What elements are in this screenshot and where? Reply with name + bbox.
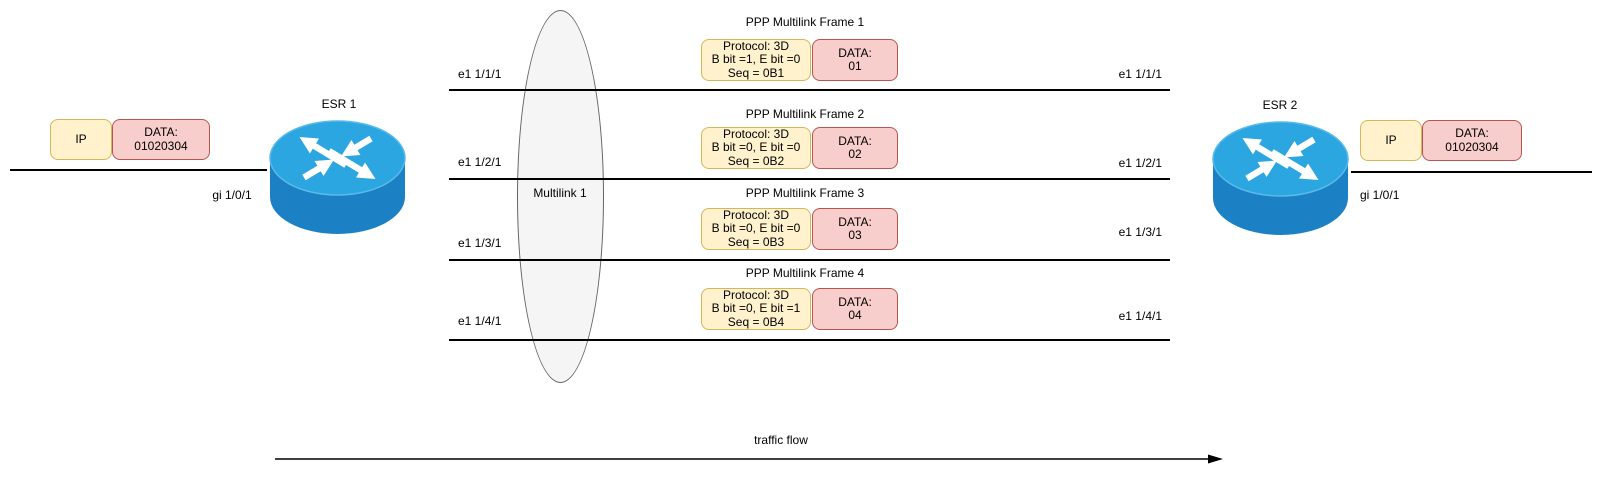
- frame3-protocol-line2: B bit =0, E bit =0: [711, 221, 801, 236]
- frame2-data-line2: 02: [848, 147, 862, 161]
- right-data-box: DATA: 01020304: [1422, 120, 1522, 161]
- frame3-title: PPP Multilink Frame 3: [745, 186, 865, 200]
- frame2-protocol-box: Protocol: 3D B bit =0, E bit =0 Seq = 0B…: [701, 127, 811, 169]
- frame1-data-line2: 01: [848, 59, 862, 73]
- right-access-line: [1351, 171, 1592, 173]
- frame4-data-line2: 04: [848, 308, 862, 322]
- link1-left-label: e1 1/1/1: [458, 67, 502, 81]
- frame3-data-box: DATA: 03: [812, 208, 898, 250]
- frame4-title: PPP Multilink Frame 4: [745, 266, 865, 280]
- link-line-4: [449, 339, 1170, 341]
- link3-right-label: e1 1/3/1: [1118, 225, 1162, 239]
- frame1-data-box: DATA: 01: [812, 39, 898, 81]
- frame2-protocol-line3: Seq = 0B2: [727, 153, 785, 168]
- frame4-data-box: DATA: 04: [812, 288, 898, 330]
- right-data-line2: 01020304: [1445, 139, 1499, 154]
- traffic-flow-arrow: [275, 454, 1223, 464]
- router-icon-esr2: [1210, 118, 1351, 239]
- link-line-1: [449, 89, 1170, 91]
- link1-right-label: e1 1/1/1: [1118, 67, 1162, 81]
- frame1-protocol-line2: B bit =1, E bit =0: [711, 52, 801, 67]
- left-ip-label: IP: [75, 131, 87, 146]
- frame2-protocol-line1: Protocol: 3D: [722, 126, 790, 141]
- multilink-label: Multilink 1: [533, 186, 587, 200]
- frame4-data-line1: DATA:: [838, 294, 872, 309]
- link3-left-label: e1 1/3/1: [458, 236, 502, 250]
- link-line-2: [449, 178, 1170, 180]
- frame2-data-line1: DATA:: [838, 133, 872, 148]
- frame1-protocol-box: Protocol: 3D B bit =1, E bit =0 Seq = 0B…: [701, 39, 811, 81]
- left-data-line2: 01020304: [134, 138, 188, 153]
- frame1-protocol-line3: Seq = 0B1: [727, 65, 785, 80]
- link2-left-label: e1 1/2/1: [458, 155, 502, 169]
- link-line-3: [449, 259, 1170, 261]
- multilink-bundle-ellipse: [517, 10, 604, 383]
- frame4-protocol-line1: Protocol: 3D: [722, 287, 790, 302]
- router-icon-esr1: [267, 117, 408, 238]
- frame3-data-line2: 03: [848, 228, 862, 242]
- frame4-protocol-line3: Seq = 0B4: [727, 314, 785, 329]
- frame3-protocol-box: Protocol: 3D B bit =0, E bit =0 Seq = 0B…: [701, 208, 811, 250]
- frame1-title: PPP Multilink Frame 1: [745, 15, 865, 29]
- left-ip-box: IP: [50, 119, 112, 160]
- left-data-line1: DATA:: [144, 125, 178, 139]
- link4-right-label: e1 1/4/1: [1118, 309, 1162, 323]
- right-ip-box: IP: [1360, 120, 1422, 161]
- frame2-title: PPP Multilink Frame 2: [745, 107, 865, 121]
- traffic-flow-label: traffic flow: [754, 433, 808, 447]
- left-access-line: [10, 169, 267, 171]
- frame2-protocol-line2: B bit =0, E bit =0: [711, 140, 801, 155]
- right-ip-label: IP: [1385, 132, 1397, 147]
- left-data-box: DATA: 01020304: [112, 119, 210, 160]
- frame4-protocol-line2: B bit =0, E bit =1: [711, 301, 801, 316]
- link4-left-label: e1 1/4/1: [458, 314, 502, 328]
- esr2-label: ESR 2: [1262, 98, 1298, 112]
- frame3-protocol-line3: Seq = 0B3: [727, 234, 785, 249]
- right-data-line1: DATA:: [1455, 126, 1489, 140]
- frame4-protocol-box: Protocol: 3D B bit =0, E bit =1 Seq = 0B…: [701, 288, 811, 330]
- frame1-protocol-line1: Protocol: 3D: [722, 38, 790, 53]
- left-interface-label: gi 1/0/1: [212, 188, 252, 202]
- link2-right-label: e1 1/2/1: [1118, 156, 1162, 170]
- frame3-protocol-line1: Protocol: 3D: [722, 207, 790, 222]
- frame1-data-line1: DATA:: [838, 45, 872, 60]
- frame2-data-box: DATA: 02: [812, 127, 898, 169]
- right-interface-label: gi 1/0/1: [1360, 188, 1400, 202]
- esr1-label: ESR 1: [321, 97, 357, 111]
- frame3-data-line1: DATA:: [838, 214, 872, 229]
